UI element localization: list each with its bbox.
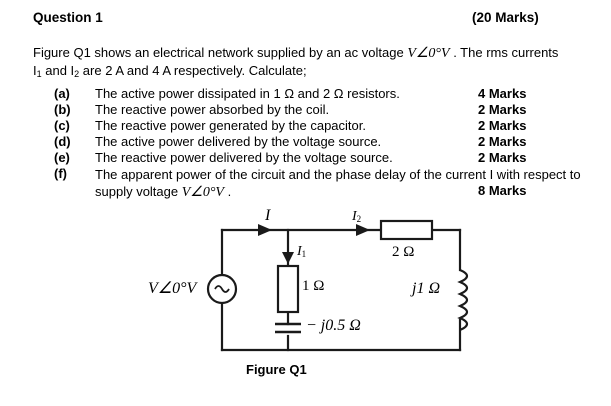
item-text: The apparent power of the circuit and th… — [95, 166, 605, 201]
circuit-svg — [206, 219, 469, 352]
list-item: (b) The reactive power absorbed by the c… — [33, 102, 599, 118]
page-title: Question 1 — [33, 10, 103, 25]
intro-line2-part3: are 2 A and 4 A respectively. Calculate; — [79, 63, 307, 78]
ac-sine-icon — [214, 285, 230, 293]
item-marks: 4 Marks — [478, 86, 527, 101]
label-inductor: j1 Ω — [412, 280, 441, 297]
item-voltage-symbol: V∠0°V — [181, 185, 224, 200]
intro-paragraph: Figure Q1 shows an electrical network su… — [33, 44, 593, 83]
item-text-part2: . — [224, 184, 232, 199]
intro-current1-subscript: 1 — [36, 69, 42, 79]
intro-current1-label: I — [33, 63, 37, 78]
intro-line1-part1: Figure Q1 shows an electrical network su… — [33, 45, 408, 60]
label-capacitor: − j0.5 Ω — [306, 317, 361, 334]
item-text: The reactive power generated by the capa… — [95, 118, 366, 133]
intro-current2-subscript: 2 — [74, 69, 80, 79]
list-item: (e) The reactive power delivered by the … — [33, 150, 599, 166]
item-marks: 2 Marks — [478, 134, 527, 149]
list-item: (f) The apparent power of the circuit an… — [33, 166, 599, 200]
list-item: (c) The reactive power generated by the … — [33, 118, 599, 134]
circuit-diagram: I I2 I1 1 Ω 2 Ω − j0.5 Ω j1 Ω V∠0°V — [0, 196, 611, 376]
list-item: (a) The active power dissipated in 1 Ω a… — [33, 86, 599, 102]
list-item: (d) The active power delivered by the vo… — [33, 134, 599, 150]
label-current-I2: I2 — [352, 209, 362, 224]
resistor-2ohm-symbol — [379, 219, 434, 241]
label-resistor-2ohm: 2 Ω — [392, 244, 415, 260]
item-label: (e) — [54, 150, 70, 165]
item-text-part1: The apparent power of the circuit and th… — [95, 167, 581, 199]
item-label: (d) — [54, 134, 71, 149]
item-text: The reactive power absorbed by the coil. — [95, 102, 330, 117]
current-arrow-I1 — [282, 252, 294, 264]
item-text: The active power dissipated in 1 Ω and 2… — [95, 86, 400, 101]
intro-line2-part2: and I — [41, 63, 75, 78]
inductor-coil-symbol — [457, 268, 469, 332]
intro-voltage-symbol: V∠0°V — [407, 46, 450, 61]
item-text: The active power delivered by the voltag… — [95, 134, 382, 149]
item-marks: 2 Marks — [478, 118, 527, 133]
item-label: (a) — [54, 86, 70, 101]
total-marks: (20 Marks) — [472, 10, 539, 25]
intro-line1-part2: . The rms currents — [449, 45, 559, 60]
label-current-I: I — [265, 207, 271, 224]
capacitor-symbol — [275, 322, 301, 334]
label-current-I1: I1 — [297, 244, 307, 259]
item-label: (c) — [54, 118, 70, 133]
question-items-list: (a) The active power dissipated in 1 Ω a… — [33, 86, 599, 200]
item-marks: 2 Marks — [478, 102, 527, 117]
current-arrow-I2 — [356, 224, 370, 236]
resistor-1ohm-symbol — [276, 264, 300, 314]
item-label: (f) — [54, 166, 67, 181]
item-label: (b) — [54, 102, 71, 117]
label-voltage-source: V∠0°V — [148, 280, 197, 297]
item-marks: 8 Marks — [478, 183, 527, 198]
label-resistor-1ohm: 1 Ω — [302, 278, 325, 294]
figure-caption: Figure Q1 — [246, 362, 307, 377]
current-arrow-I — [258, 224, 272, 236]
item-marks: 2 Marks — [478, 150, 527, 165]
item-text: The reactive power delivered by the volt… — [95, 150, 393, 165]
